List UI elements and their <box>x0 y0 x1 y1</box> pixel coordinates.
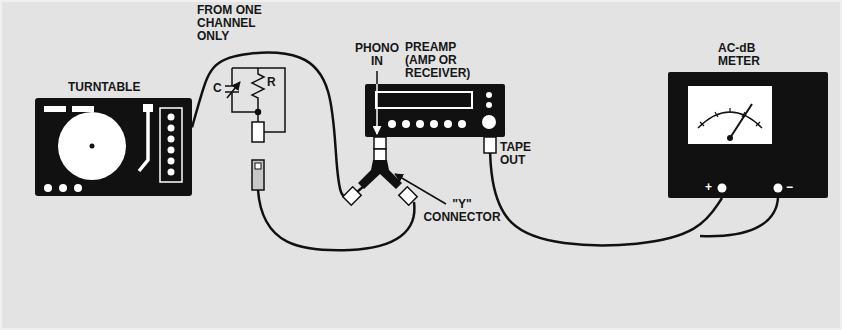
turntable-illustration-part <box>160 108 182 182</box>
meter-illustration-part <box>727 135 733 141</box>
terminal-polarity: + <box>705 181 712 194</box>
turntable-illustration-part <box>168 169 175 176</box>
leader-lines-part <box>395 174 446 204</box>
turntable-illustration <box>35 98 192 196</box>
preamp-illustration-part <box>486 92 492 98</box>
rca-socket-cable-part <box>252 160 264 190</box>
turntable-illustration-part <box>168 147 175 154</box>
turntable-illustration-part <box>35 98 192 196</box>
rca-socket-cable-part <box>258 190 414 250</box>
connector-label: "Y" CONNECTOR <box>423 198 500 224</box>
rc-load-network-part <box>252 68 264 112</box>
y-connector <box>343 149 417 205</box>
rc-load-network-part <box>232 92 258 112</box>
meter-illustration-part <box>718 184 727 193</box>
meter-unit: AC-dB METER <box>668 72 828 198</box>
y-connector-part <box>343 187 361 205</box>
rc-load-network-part <box>257 112 259 122</box>
preamp-illustration-part <box>444 120 452 128</box>
y-connector-part <box>399 187 417 205</box>
rc-load-network-part <box>252 122 264 142</box>
meter-illustration-part <box>668 72 828 198</box>
meter-illustration-part <box>698 112 762 128</box>
channel-note: FROM ONE CHANNEL ONLY <box>197 4 277 43</box>
preamp-illustration-part <box>484 137 496 153</box>
preamp-illustration <box>365 84 505 153</box>
preamp-illustration-part <box>388 120 396 128</box>
device-name: PREAMP (AMP OR RECEIVER) <box>405 41 485 80</box>
preamp-illustration-part <box>365 84 505 137</box>
turntable-illustration-part <box>168 125 175 132</box>
rc-load-network-part <box>227 82 240 98</box>
preamp-illustration-part <box>402 120 410 128</box>
preamp-illustration-part <box>486 102 492 108</box>
component-label: R <box>267 76 276 89</box>
meter-illustration-part <box>700 108 760 126</box>
preamp-illustration-part <box>430 120 438 128</box>
preamp-illustration-part <box>458 120 466 128</box>
turntable-unit: TURNTABLE <box>35 98 192 196</box>
preamp-illustration-part <box>482 115 496 129</box>
device-name: TURNTABLE <box>68 81 140 94</box>
turntable-illustration-part <box>44 106 66 112</box>
leader-lines-part <box>376 71 378 84</box>
meter-illustration-part <box>700 198 778 236</box>
turntable-illustration-part <box>168 158 175 165</box>
turntable-illustration-part <box>72 106 94 112</box>
preamp-illustration-part <box>374 137 386 149</box>
rc-load-network <box>225 68 285 142</box>
turntable-illustration-part <box>59 184 67 192</box>
component-label: C <box>213 82 222 95</box>
preamp-unit: PREAMP (AMP OR RECEIVER) <box>365 84 505 137</box>
leader-lines-part <box>376 84 378 134</box>
leader-lines <box>377 71 446 204</box>
rca-socket-cable <box>252 160 414 250</box>
turntable-illustration-part <box>168 114 175 121</box>
meter-illustration-part <box>774 184 783 193</box>
y-connector-part <box>374 149 386 161</box>
y-connector-part-part <box>399 187 417 205</box>
audio-cable <box>192 53 380 198</box>
turntable-illustration-part <box>90 144 95 149</box>
terminal-polarity: − <box>786 181 793 194</box>
preamp-illustration-part <box>376 92 472 108</box>
device-name: AC-dB METER <box>718 42 760 68</box>
rca-socket-cable-part <box>255 163 261 169</box>
rc-load-network-part <box>231 68 233 86</box>
turntable-illustration-part <box>44 184 52 192</box>
preamp-illustration-part <box>416 120 424 128</box>
turntable-illustration-part <box>58 112 126 180</box>
meter-illustration-part <box>688 86 772 144</box>
jack-label: TAPE OUT <box>500 141 531 167</box>
y-connector-part-part <box>343 187 361 205</box>
turntable-illustration-part <box>74 184 82 192</box>
turntable-illustration-part <box>168 136 175 143</box>
jack-label: PHONO IN <box>355 42 399 68</box>
turntable-illustration-part <box>139 110 148 171</box>
meter-illustration <box>668 72 828 236</box>
meter-illustration-part <box>730 104 752 138</box>
